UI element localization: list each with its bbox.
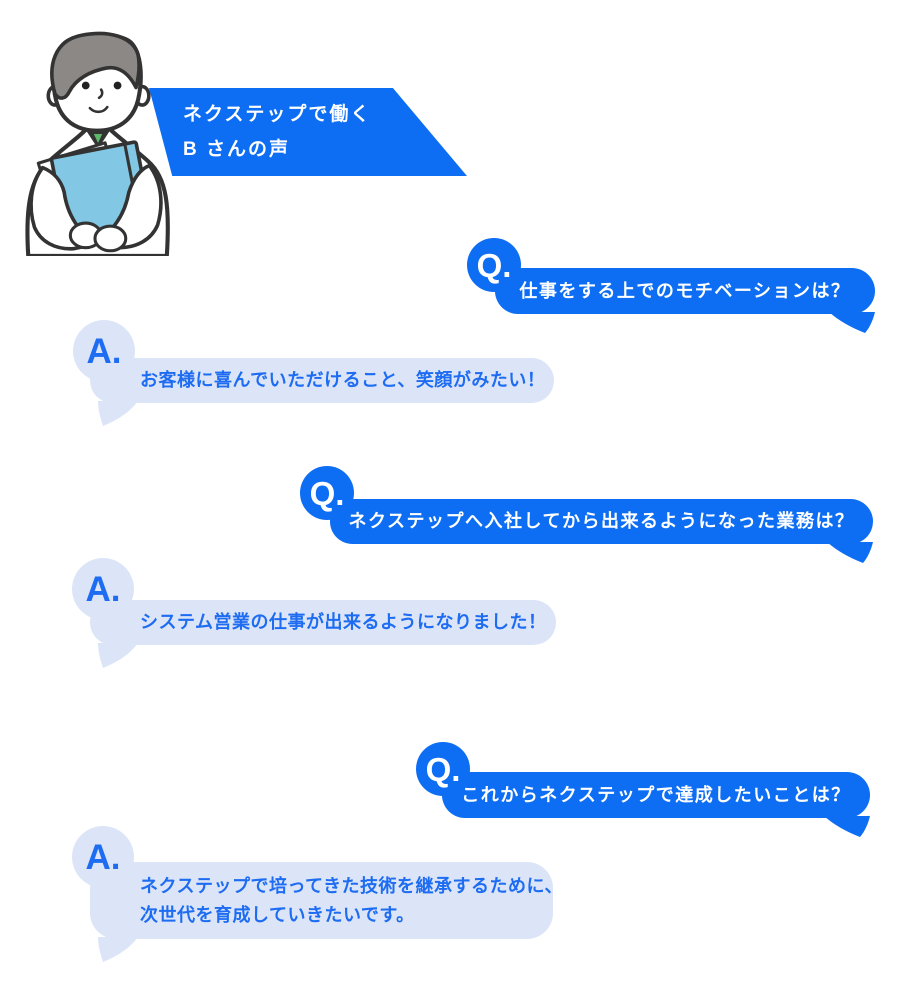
banner-line-2: B さんの声 (183, 139, 291, 160)
mouth (88, 105, 109, 114)
answer-text: お客様に喜んでいただけること、笑顔がみたい！ (140, 370, 546, 390)
question-text: ネクステップへ入社してから出来るようになった業務は？ (348, 511, 855, 531)
question-bubble-tail (824, 816, 870, 837)
question-text: これからネクステップで達成したいことは？ (461, 785, 851, 805)
question-text: 仕事をする上でのモチベーションは？ (519, 281, 851, 301)
question-bubble-tail (829, 312, 875, 333)
a-badge-icon: A. (72, 558, 134, 620)
question-bubble-tail (827, 542, 873, 563)
title-banner-text: ネクステップで働く B さんの声 (183, 97, 371, 167)
answer-bubble-tail (98, 643, 138, 668)
answer-text-line-1: ネクステップで培ってきた技術を継承するために、 (140, 876, 563, 896)
q-badge-icon: Q. (416, 742, 470, 796)
q-badge-label: Q. (425, 750, 461, 788)
collar-knot (90, 131, 106, 148)
a-badge-icon: A. (73, 320, 135, 382)
title-banner: ネクステップで働く B さんの声 (149, 88, 467, 176)
q-badge-label: Q. (309, 474, 345, 512)
answer-bubble-tail (98, 401, 138, 426)
a-badge-label: A. (85, 837, 121, 877)
q-badge-icon: Q. (300, 466, 354, 520)
a-badge-label: A. (85, 569, 121, 609)
eye-left (81, 81, 90, 90)
answer-bubble: お客様に喜んでいただけること、笑顔がみたい！ (90, 358, 554, 426)
answer-bubble: システム営業の仕事が出来るようになりました！ (90, 600, 556, 668)
banner-line-1: ネクステップで働く (183, 104, 372, 125)
q-badge-icon: Q. (467, 238, 521, 292)
answer-bubble-tail (98, 937, 138, 962)
answer-bubble: ネクステップで培ってきた技術を継承するために、 次世代を育成していきたいです。 (90, 862, 563, 962)
answer-text-line-2: 次世代を育成していきたいです。 (140, 905, 415, 925)
question-bubble: これからネクステップで達成したいことは？ (442, 772, 870, 837)
a-badge-icon: A. (72, 826, 134, 888)
question-bubble: 仕事をする上でのモチベーションは？ (495, 268, 875, 333)
employee-illustration (25, 31, 170, 256)
q-badge-label: Q. (476, 246, 512, 284)
eye-right (113, 81, 122, 90)
answer-text: システム営業の仕事が出来るようになりました！ (140, 612, 547, 632)
question-bubble: ネクステップへ入社してから出来るようになった業務は？ (330, 499, 873, 563)
hair (50, 31, 141, 100)
nose (97, 88, 104, 100)
hand-right (93, 224, 128, 253)
a-badge-label: A. (86, 331, 122, 371)
